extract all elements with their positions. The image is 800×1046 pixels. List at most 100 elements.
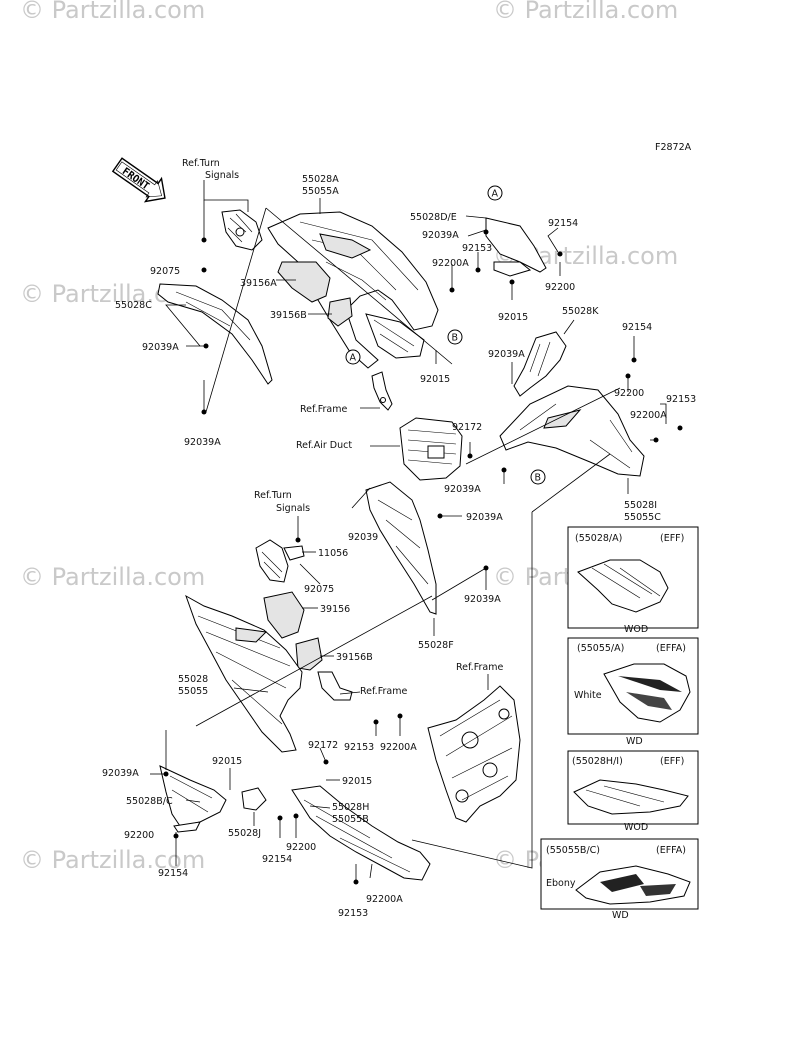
label-92039a-2[interactable]: 92039A — [184, 437, 221, 448]
variant-box-1: (55028/A) (EFF) WOD — [567, 526, 699, 635]
label-92200a-1[interactable]: 92200A — [432, 258, 469, 269]
watermark-7: © Partzilla.com — [20, 846, 205, 874]
label-92154-1[interactable]: 92154 — [548, 218, 578, 229]
label-11056[interactable]: 11056 — [318, 548, 348, 559]
label-92153-3[interactable]: 92153 — [344, 742, 374, 753]
variant-2-code: (55055/A) — [577, 643, 624, 654]
label-92039a-8[interactable]: 92039A — [102, 768, 139, 779]
variant-1-code: (55028/A) — [575, 533, 622, 544]
label-55028de[interactable]: 55028D/E — [410, 212, 457, 223]
label-92015-1[interactable]: 92015 — [498, 312, 528, 323]
label-55055c[interactable]: 55055C — [624, 512, 661, 523]
part-labels: Ref.Turn Signals 92075 55028C 92039A 920… — [102, 158, 696, 919]
turn-signal-bracket-upper — [221, 209, 263, 251]
label-55028a[interactable]: 55028A — [302, 174, 339, 185]
bolt-icon — [201, 237, 207, 243]
label-55028h[interactable]: 55028H — [332, 802, 369, 813]
variant-1-footer: WOD — [624, 624, 648, 635]
label-ref-turn-signals-2[interactable]: Signals — [205, 170, 239, 181]
label-92200-2[interactable]: 92200 — [614, 388, 644, 399]
front-arrow-icon: FRONT — [111, 157, 166, 203]
callout-a-mid — [345, 349, 361, 365]
cover-55028k — [513, 331, 567, 397]
label-92015-3[interactable]: 92015 — [212, 756, 242, 767]
air-duct — [399, 417, 463, 481]
label-92039a-7[interactable]: 92039A — [464, 594, 501, 605]
label-55028k[interactable]: 55028K — [562, 306, 599, 317]
label-92039[interactable]: 92039 — [348, 532, 378, 543]
callout-b-right — [530, 469, 546, 485]
label-92015-4[interactable]: 92015 — [342, 776, 372, 787]
leader-lines — [150, 180, 667, 880]
label-ref-frame-3[interactable]: Ref.Frame — [456, 662, 503, 673]
variant-2-footer: WD — [626, 736, 643, 747]
label-92075a[interactable]: 92075 — [150, 266, 180, 277]
frame-bracket-lower — [317, 671, 353, 701]
label-92039a-6[interactable]: 92039A — [466, 512, 503, 523]
label-55028i[interactable]: 55028I — [624, 500, 657, 511]
bolt-icon — [203, 343, 209, 349]
label-92200-3[interactable]: 92200 — [124, 830, 154, 841]
label-92154-2[interactable]: 92154 — [622, 322, 652, 333]
bolt-icon — [323, 759, 329, 765]
label-92039a-5[interactable]: 92039A — [444, 484, 481, 495]
label-92200-1[interactable]: 92200 — [545, 282, 575, 293]
label-ref-air-duct[interactable]: Ref.Air Duct — [296, 440, 352, 451]
bolt-icon — [293, 813, 299, 819]
label-ref-frame-1[interactable]: Ref.Frame — [300, 404, 347, 415]
label-92154-3[interactable]: 92154 — [158, 868, 188, 879]
label-39156a[interactable]: 39156A — [240, 278, 277, 289]
label-92039a-3[interactable]: 92039A — [422, 230, 459, 241]
label-92154-4[interactable]: 92154 — [262, 854, 292, 865]
label-92039a-1[interactable]: 92039A — [142, 342, 179, 353]
bolt-icon — [631, 357, 637, 363]
label-55028[interactable]: 55028 — [178, 674, 208, 685]
label-92039a-4[interactable]: 92039A — [488, 349, 525, 360]
label-92015-2[interactable]: 92015 — [420, 374, 450, 385]
label-ref-turn-signals-1[interactable]: Ref.Turn — [182, 158, 220, 169]
label-92153-1[interactable]: 92153 — [462, 243, 492, 254]
bolt-icon — [625, 373, 631, 379]
label-39156[interactable]: 39156 — [320, 604, 350, 615]
variant-4-code: (55055B/C) — [546, 845, 600, 856]
variant-2-color: White — [574, 690, 602, 701]
cover-55028j — [241, 787, 267, 811]
label-55028c[interactable]: 55028C — [115, 300, 152, 311]
label-55028f[interactable]: 55028F — [418, 640, 454, 651]
bolt-icon — [397, 713, 403, 719]
bolt-icon — [277, 815, 283, 821]
label-ref-turn-signals-b1[interactable]: Ref.Turn — [254, 490, 292, 501]
label-39156b[interactable]: 39156B — [270, 310, 307, 321]
label-92200a-2[interactable]: 92200A — [630, 410, 667, 421]
bolt-icon — [509, 279, 515, 285]
label-92200a-4[interactable]: 92200A — [366, 894, 403, 905]
label-55055[interactable]: 55055 — [178, 686, 208, 697]
label-55028bc[interactable]: 55028B/C — [126, 796, 173, 807]
insulator-39156 — [263, 591, 305, 639]
label-92172-1[interactable]: 92172 — [452, 422, 482, 433]
insulator-39156b-lower — [295, 637, 323, 671]
label-92075b[interactable]: 92075 — [304, 584, 334, 595]
label-92153-2[interactable]: 92153 — [666, 394, 696, 405]
bolt-icon — [353, 879, 359, 885]
fasteners — [163, 229, 683, 885]
variant-box-4: (55055B/C) (EFFA) Ebony WD — [540, 838, 699, 921]
label-39156b-2[interactable]: 39156B — [336, 652, 373, 663]
bolt-icon — [163, 771, 169, 777]
label-55028j[interactable]: 55028J — [228, 828, 261, 839]
label-55055a[interactable]: 55055A — [302, 186, 339, 197]
label-92200-4[interactable]: 92200 — [286, 842, 316, 853]
label-92200a-3[interactable]: 92200A — [380, 742, 417, 753]
label-92172-2[interactable]: 92172 — [308, 740, 338, 751]
cover-55028c — [157, 283, 273, 385]
watermark-5: © Partzilla.com — [20, 563, 205, 591]
label-ref-turn-signals-b2[interactable]: Signals — [276, 503, 310, 514]
label-ref-frame-2[interactable]: Ref.Frame — [360, 686, 407, 697]
bolt-icon — [437, 513, 443, 519]
bolt-icon — [173, 833, 179, 839]
label-92153-4[interactable]: 92153 — [338, 908, 368, 919]
label-55055b[interactable]: 55055B — [332, 814, 369, 825]
bolt-icon — [557, 251, 563, 257]
variant-4-footer: WD — [612, 910, 629, 921]
